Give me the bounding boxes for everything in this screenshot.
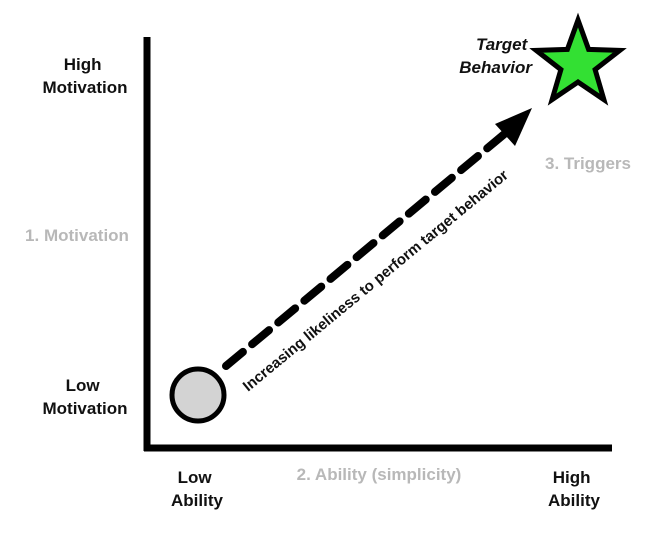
low-motivation-line2: Motivation <box>43 399 128 418</box>
target-behavior-line2: Behavior <box>459 58 533 77</box>
low-ability-line1: Low <box>178 468 213 487</box>
dashed-arrow-line <box>222 127 512 370</box>
low-ability-label: Low Ability <box>171 468 223 510</box>
high-motivation-line2: Motivation <box>43 78 128 97</box>
target-star-icon <box>529 12 627 106</box>
triggers-label: 3. Triggers <box>545 154 631 173</box>
start-circle <box>169 366 227 424</box>
high-motivation-label: High Motivation <box>43 55 128 97</box>
low-ability-line2: Ability <box>171 491 223 510</box>
high-ability-line2: Ability <box>548 491 600 510</box>
high-ability-label: High Ability <box>548 468 600 510</box>
high-ability-line1: High <box>553 468 591 487</box>
high-motivation-line1: High <box>64 55 102 74</box>
ability-axis-title: 2. Ability (simplicity) <box>297 465 462 484</box>
target-behavior-line1: Target <box>476 35 529 54</box>
arrow-label: Increasing likeliness to perform target … <box>240 167 512 395</box>
arrow-head-icon <box>495 108 532 146</box>
motivation-axis-title: 1. Motivation <box>25 226 129 245</box>
low-motivation-line1: Low <box>66 376 101 395</box>
target-behavior-label: Target Behavior <box>459 35 533 77</box>
low-motivation-label: Low Motivation <box>43 376 128 418</box>
